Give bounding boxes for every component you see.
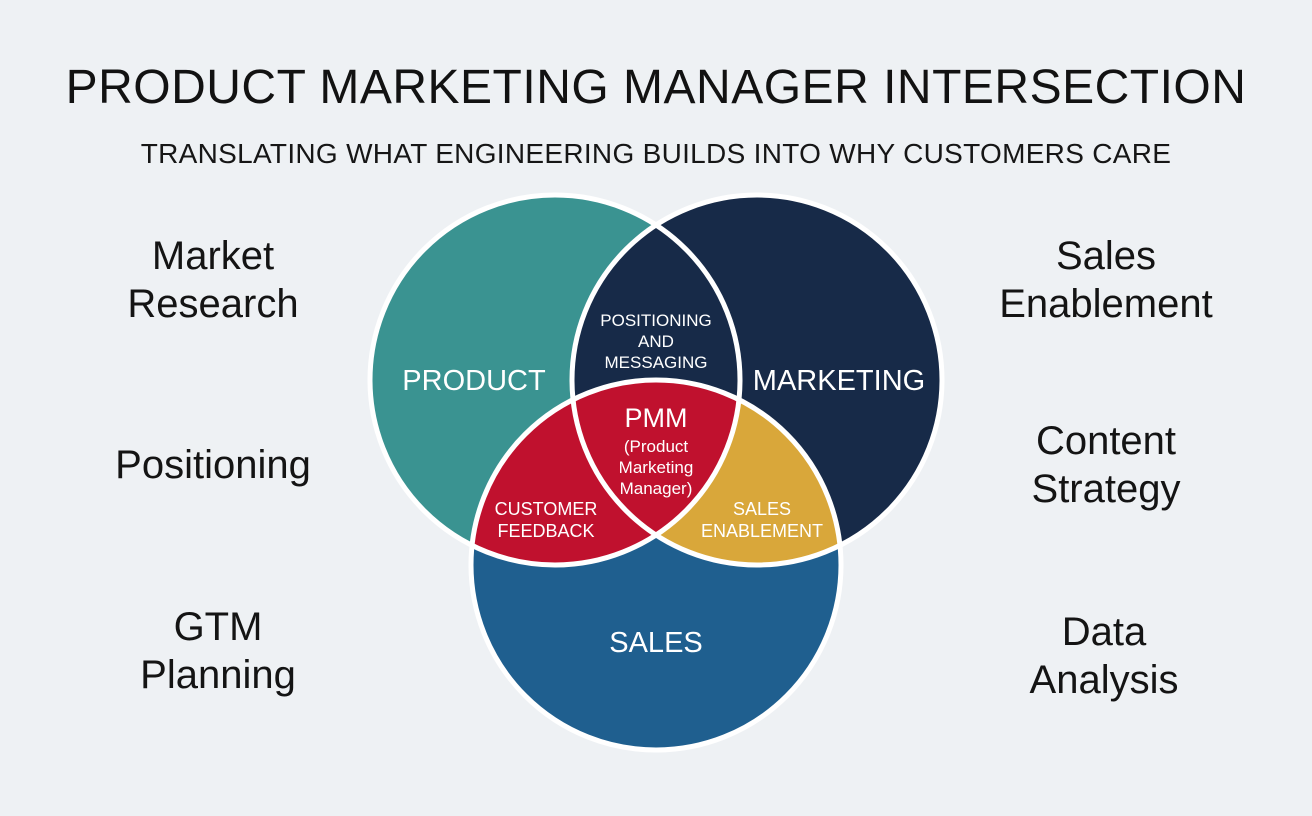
- left-label-line: Positioning: [115, 443, 311, 487]
- pmm-label-line: Manager): [620, 479, 693, 498]
- customer-feedback-label-line: FEEDBACK: [497, 521, 594, 541]
- left-label-positioning: Positioning: [63, 441, 363, 489]
- right-label-content-strategy: Content Strategy: [956, 417, 1256, 513]
- right-label-line: Strategy: [1031, 467, 1181, 511]
- right-label-line: Analysis: [1029, 658, 1179, 702]
- positioning-label-line: MESSAGING: [605, 353, 708, 372]
- right-label-line: Content: [1035, 419, 1177, 463]
- left-label-line: Market: [151, 234, 275, 278]
- sales-enablement-overlap: [572, 380, 841, 565]
- page-title: PRODUCT MARKETING MANAGER INTERSECTION: [65, 61, 1247, 114]
- marketing-label: MARKETING: [753, 365, 925, 397]
- pmm-label-line: Marketing: [619, 458, 694, 477]
- pmm-title: PMM: [625, 403, 688, 433]
- right-label-line: Sales: [1055, 234, 1157, 278]
- customer-feedback-overlap: [471, 380, 740, 565]
- product-label: PRODUCT: [402, 365, 546, 397]
- pmm-label-line: (Product: [624, 437, 689, 456]
- right-label-line: Enablement: [999, 282, 1213, 326]
- left-label-line: Planning: [140, 653, 296, 697]
- left-label-market-research: Market Research: [63, 232, 363, 328]
- sales-label: SALES: [609, 627, 703, 659]
- marketing-circle-outline: [569, 192, 945, 568]
- sales-enablement-label-line: ENABLEMENT: [701, 521, 823, 541]
- product-circle-outline: [367, 192, 743, 568]
- customer-feedback-label-line: CUSTOMER: [495, 499, 598, 519]
- right-label-data-analysis: Data Analysis: [954, 608, 1254, 704]
- positioning-label-line: AND: [638, 332, 674, 351]
- left-label-gtm-planning: GTM Planning: [68, 603, 368, 699]
- page-subtitle: TRANSLATING WHAT ENGINEERING BUILDS INTO…: [140, 138, 1172, 169]
- right-label-sales-enablement: Sales Enablement: [956, 232, 1256, 328]
- sales-enablement-label-line: SALES: [733, 499, 791, 519]
- left-label-line: GTM: [173, 605, 263, 649]
- positioning-label-line: POSITIONING: [600, 311, 711, 330]
- right-label-line: Data: [1061, 610, 1147, 654]
- left-label-line: Research: [127, 282, 299, 326]
- sales-circle-outline: [468, 377, 844, 753]
